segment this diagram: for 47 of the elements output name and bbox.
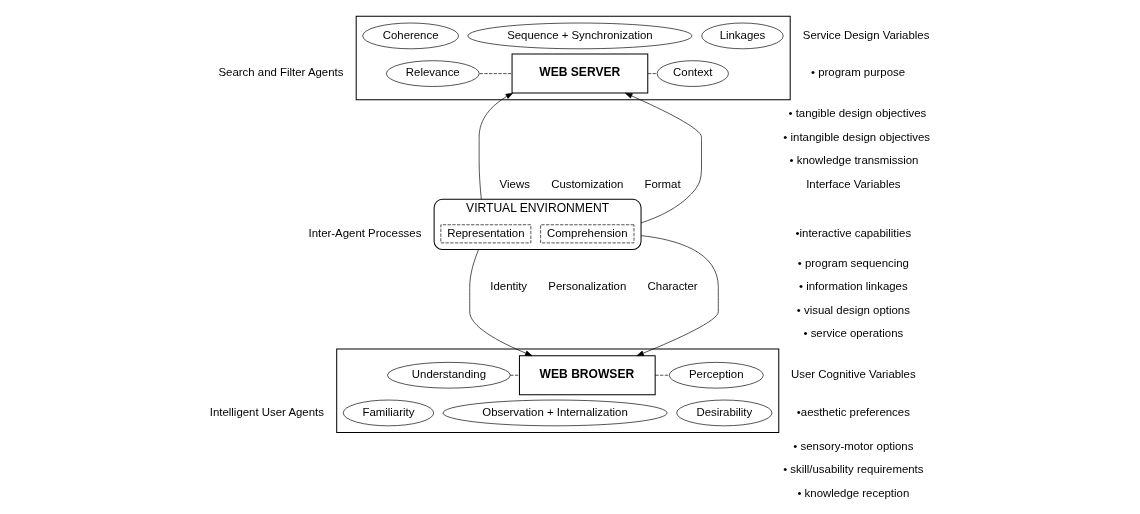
label: Format [644,177,681,190]
label: Intelligent User Agents [209,405,324,418]
label: User Cognitive Variables [791,368,916,380]
node-ellipse: Familiarity [342,399,435,427]
label: Views [499,177,530,190]
connector [647,73,658,74]
connector [509,374,520,376]
label: Interface Variables [806,177,901,190]
label: • tangible design objectives [788,106,927,119]
label: Customization [551,177,624,190]
arrow [636,235,719,357]
node-ellipse: Sequence + Synchronization [467,22,693,50]
node-ellipse: Desirability [676,399,773,427]
node-box: WEB SERVER [511,53,649,94]
node-box: WEB BROWSER [518,355,656,396]
connector [479,73,513,74]
label: Service Design Variables [802,28,930,41]
label: Character [647,280,698,293]
arrow [478,92,514,200]
label: • visual design options [796,303,910,316]
label: Inter-Agent Processes [308,226,422,239]
label: • intangible design objectives [783,130,931,143]
label: • skill/usability requirements [783,463,924,476]
label: • knowledge transmission [789,154,919,167]
label: • sensory-motor options [793,439,914,452]
label: • program purpose [811,66,906,79]
label: • program sequencing [797,256,909,269]
label: • service operations [803,327,904,340]
arrow [469,249,533,357]
node-box: Representation [440,224,532,244]
label: •aesthetic preferences [796,405,910,418]
node-box: Comprehension [540,224,635,244]
node-ellipse: Observation + Internalization [442,399,668,427]
label: Identity [490,280,528,293]
label: • information linkages [799,280,908,293]
node-ellipse: Context [656,60,729,87]
label: • knowledge reception [797,486,910,499]
arrow [625,92,702,224]
label: Search and Filter Agents [218,66,344,79]
node-ellipse: Linkages [701,22,784,50]
label: •interactive capabilities [795,226,912,239]
node-ellipse: Coherence [362,22,459,50]
connector [655,374,670,376]
node-ellipse: Understanding [387,362,511,389]
label: Personalization [548,280,627,293]
node-ellipse: Perception [668,362,764,389]
node-ellipse: Relevance [386,60,480,87]
